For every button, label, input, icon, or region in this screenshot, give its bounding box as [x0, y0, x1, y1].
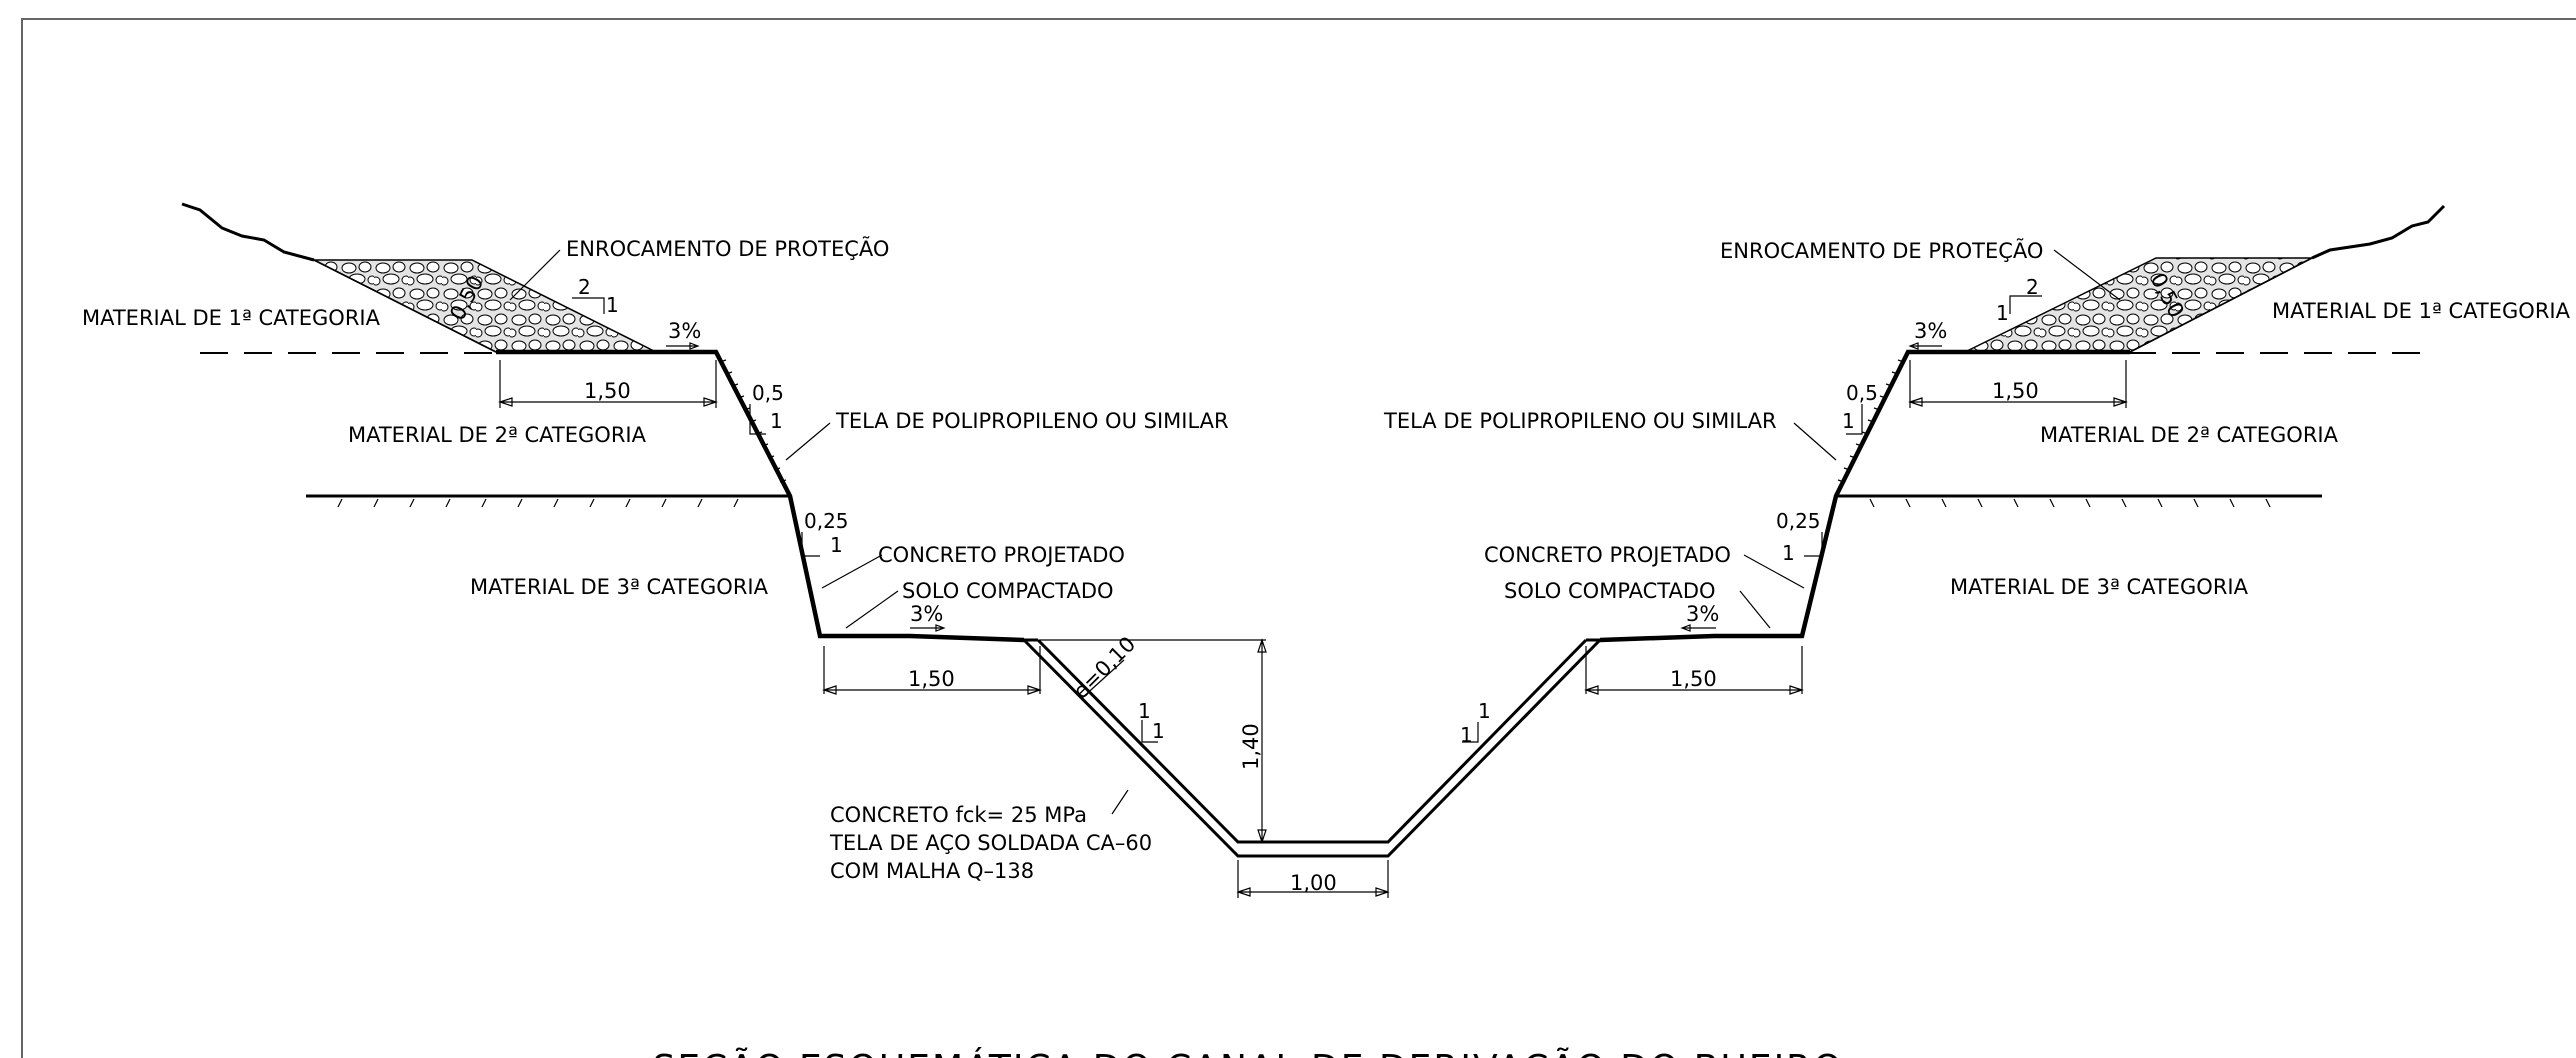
dim-text-thickness: e=0,10 [1069, 632, 1141, 704]
rock-hatch-right [1869, 498, 2271, 508]
text-slope-1-right-rock: 1 [1996, 301, 2009, 325]
dim-rock-width-left [498, 360, 718, 408]
dim-bottom-width [1236, 860, 1390, 898]
slope-symbol-rock-left [572, 297, 605, 314]
slope-symbol-05-left [749, 404, 766, 435]
text-slope-11-right-top: 1 [1478, 699, 1491, 723]
dim-text-150-top-right: 1,50 [1992, 379, 2039, 403]
slope-symbol-rock-right [2009, 295, 2042, 314]
label-material1-left: MATERIAL DE 1ª CATEGORIA [82, 306, 381, 330]
slope-symbol-11-right [1462, 722, 1479, 743]
leader-thickness [1081, 659, 1125, 699]
leader-tela-right [1793, 422, 1837, 461]
dim-text-150-bench-left: 1,50 [908, 667, 955, 691]
polypropylene-hatch-right [1837, 359, 1905, 483]
text-slope-1-05-left: 1 [770, 409, 783, 433]
label-tela-right: TELA DE POLIPROPILENO OU SIMILAR [1383, 409, 1777, 433]
leader-enrocamento-left [509, 249, 561, 301]
label-concreto-proj-right: CONCRETO PROJETADO [1484, 543, 1731, 567]
dim-bench-right [1584, 646, 1804, 695]
dim-text-150-bench-right: 1,50 [1670, 667, 1717, 691]
dim-depth [1040, 638, 1267, 844]
text-slope-1-05-right: 1 [1842, 409, 1855, 433]
label-malha: COM MALHA Q–138 [830, 859, 1034, 883]
slope-symbol-025-right [1804, 532, 1823, 557]
rock-protection-right [1964, 257, 2313, 353]
leader-solo-left [845, 590, 899, 629]
text-slope-2-left: 2 [578, 275, 591, 299]
label-tela-aco: TELA DE AÇO SOLDADA CA–60 [829, 831, 1152, 855]
arrow-3pct-right-bench [1680, 624, 1716, 632]
excavation-profile-right [1599, 349, 2130, 643]
dim-bench-left [822, 646, 1042, 695]
dim-text-depth: 1,40 [1239, 723, 1263, 770]
polypropylene-hatch-left [719, 359, 787, 483]
text-slope-025-right: 0,25 [1776, 509, 1821, 533]
leader-concreto-right [1743, 554, 1805, 589]
label-material2-left: MATERIAL DE 2ª CATEGORIA [348, 423, 647, 447]
excavation-profile-left [496, 349, 1025, 643]
text-slope-025-left: 0,25 [804, 509, 849, 533]
label-tela-left: TELA DE POLIPROPILENO OU SIMILAR [835, 409, 1229, 433]
label-solo-right: SOLO COMPACTADO [1504, 579, 1716, 603]
leader-concreto-fck [1111, 789, 1129, 815]
channel-outer [1022, 638, 1602, 858]
label-material3-right: MATERIAL DE 3ª CATEGORIA [1950, 575, 2249, 599]
leader-concreto-left [821, 554, 883, 589]
text-3pct-right-bench: 3% [1686, 602, 1719, 626]
slope-symbol-025-left [801, 532, 820, 557]
label-solo-left: SOLO COMPACTADO [902, 579, 1114, 603]
slope-symbol-11-left [1141, 720, 1158, 743]
slope-surface-right [2129, 257, 2313, 353]
text-slope-1-025-left: 1 [830, 533, 843, 557]
text-slope-1-left-rock: 1 [606, 293, 619, 317]
label-enrocamento-right: ENROCAMENTO DE PROTEÇÃO [1720, 237, 2043, 263]
natural-terrain-right [2311, 204, 2446, 260]
slope-symbol-05-right [1846, 404, 1863, 435]
leader-enrocamento-right [2053, 249, 2121, 301]
drawing-frame [21, 18, 2576, 1058]
label-material3-left: MATERIAL DE 3ª CATEGORIA [470, 575, 769, 599]
label-concreto-fck: CONCRETO fck= 25 MPa [830, 803, 1087, 827]
label-concreto-proj-left: CONCRETO PROJETADO [878, 543, 1125, 567]
label-material1-right: MATERIAL DE 1ª CATEGORIA [2272, 299, 2571, 323]
label-enrocamento-left: ENROCAMENTO DE PROTEÇÃO [566, 235, 889, 261]
dim-rock-width-right [1908, 360, 2128, 408]
natural-terrain-left [181, 202, 315, 262]
text-slope-05-left: 0,5 [752, 381, 784, 405]
text-slope-11-right-side: 1 [1460, 723, 1473, 747]
text-slope-11-left-top: 1 [1138, 699, 1151, 723]
leader-tela-left [785, 422, 831, 461]
dim-text-bottom: 1,00 [1290, 871, 1337, 895]
channel-inner [1036, 638, 1588, 844]
text-3pct-left-top: 3% [668, 319, 701, 343]
text-slope-05-right: 0,5 [1846, 381, 1878, 405]
drawing-title: SEÇÃO ESQUEMÁTICA DO CANAL DE DERIVAÇÃO … [652, 1047, 1843, 1058]
arrow-3pct-right-top [1908, 342, 1942, 350]
text-3pct-right-top: 3% [1914, 319, 1947, 343]
text-slope-11-left-side: 1 [1152, 719, 1165, 743]
text-slope-2-right: 2 [2026, 275, 2039, 299]
slope-surface-left [313, 259, 497, 353]
rock-hatch-left [337, 498, 739, 508]
leader-solo-right [1739, 590, 1771, 629]
label-material2-right: MATERIAL DE 2ª CATEGORIA [2040, 423, 2339, 447]
arrow-3pct-left-bench [910, 624, 946, 632]
text-3pct-left-bench: 3% [910, 602, 943, 626]
text-slope-1-025-right: 1 [1782, 541, 1795, 565]
dim-text-150-top-left: 1,50 [584, 379, 631, 403]
arrow-3pct-left-top [666, 342, 700, 350]
